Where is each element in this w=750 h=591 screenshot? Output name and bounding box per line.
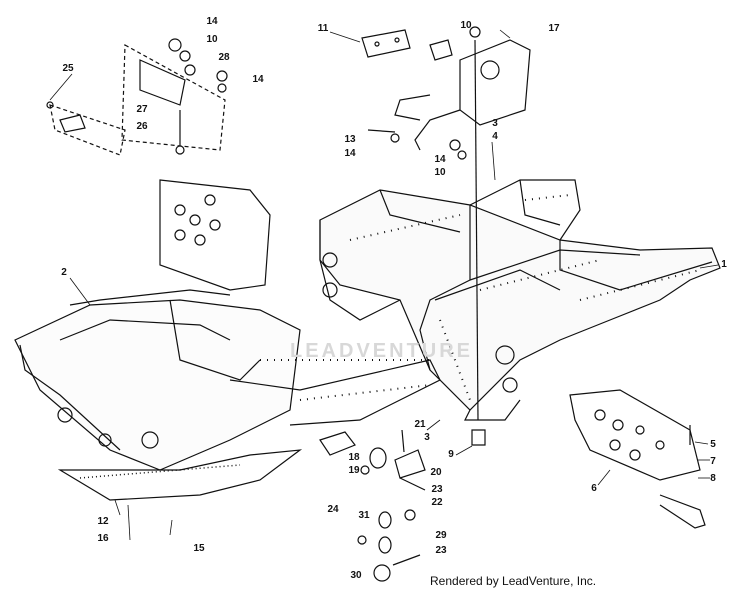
top-hardware [168, 26, 481, 160]
callout-18: 18 [348, 452, 360, 463]
callout-7: 7 [710, 456, 716, 467]
callout-29: 29 [435, 530, 447, 541]
callout-17: 17 [548, 23, 560, 34]
callout-4: 4 [492, 131, 498, 142]
callout-23a: 23 [431, 484, 443, 495]
heat-shield [159, 179, 271, 291]
callout-6: 6 [591, 483, 597, 494]
mount-plate [361, 29, 453, 61]
steering-bracket [394, 39, 531, 151]
skid-plate [57, 449, 303, 501]
rear-tunnel [469, 179, 581, 241]
callout-13: 13 [344, 134, 356, 145]
callout-12: 12 [97, 516, 109, 527]
callout-28: 28 [218, 52, 230, 63]
callout-8: 8 [710, 473, 716, 484]
leader-lines [49, 29, 719, 541]
callout-3b: 3 [424, 432, 430, 443]
callout-10b: 10 [460, 20, 472, 31]
callout-11: 11 [317, 23, 329, 34]
steering-post [471, 39, 486, 446]
callout-10c: 10 [434, 167, 446, 178]
callout-14a: 14 [206, 16, 218, 27]
footrest-assembly [569, 389, 706, 529]
callout-10a: 10 [206, 34, 218, 45]
callout-26: 26 [136, 121, 148, 132]
credit-text: Rendered by LeadVenture, Inc. [430, 574, 597, 588]
callout-2: 2 [61, 267, 67, 278]
callout-23b: 23 [435, 545, 447, 556]
callout-3a: 3 [492, 118, 498, 129]
front-bumper-assembly [14, 289, 441, 471]
callout-14c: 14 [344, 148, 356, 159]
callout-15: 15 [193, 543, 205, 554]
seat-bracket [121, 44, 226, 155]
callout-9: 9 [448, 449, 454, 460]
callout-5: 5 [710, 439, 716, 450]
callout-14d: 14 [434, 154, 446, 165]
callout-31: 31 [358, 510, 370, 521]
idler-hardware [319, 429, 426, 582]
clip-bracket [46, 101, 126, 156]
callout-1: 1 [721, 259, 727, 270]
callout-24: 24 [327, 504, 339, 515]
callout-21: 21 [414, 419, 426, 430]
callout-27: 27 [136, 104, 148, 115]
callout-16: 16 [97, 533, 109, 544]
callout-22: 22 [431, 497, 443, 508]
callout-14b: 14 [252, 74, 264, 85]
callout-20: 20 [430, 467, 442, 478]
callout-19: 19 [348, 465, 360, 476]
watermark: LEADVENTURE [290, 340, 474, 362]
chassis-frame [319, 189, 721, 421]
callout-25: 25 [62, 63, 74, 74]
callout-30: 30 [350, 570, 362, 581]
